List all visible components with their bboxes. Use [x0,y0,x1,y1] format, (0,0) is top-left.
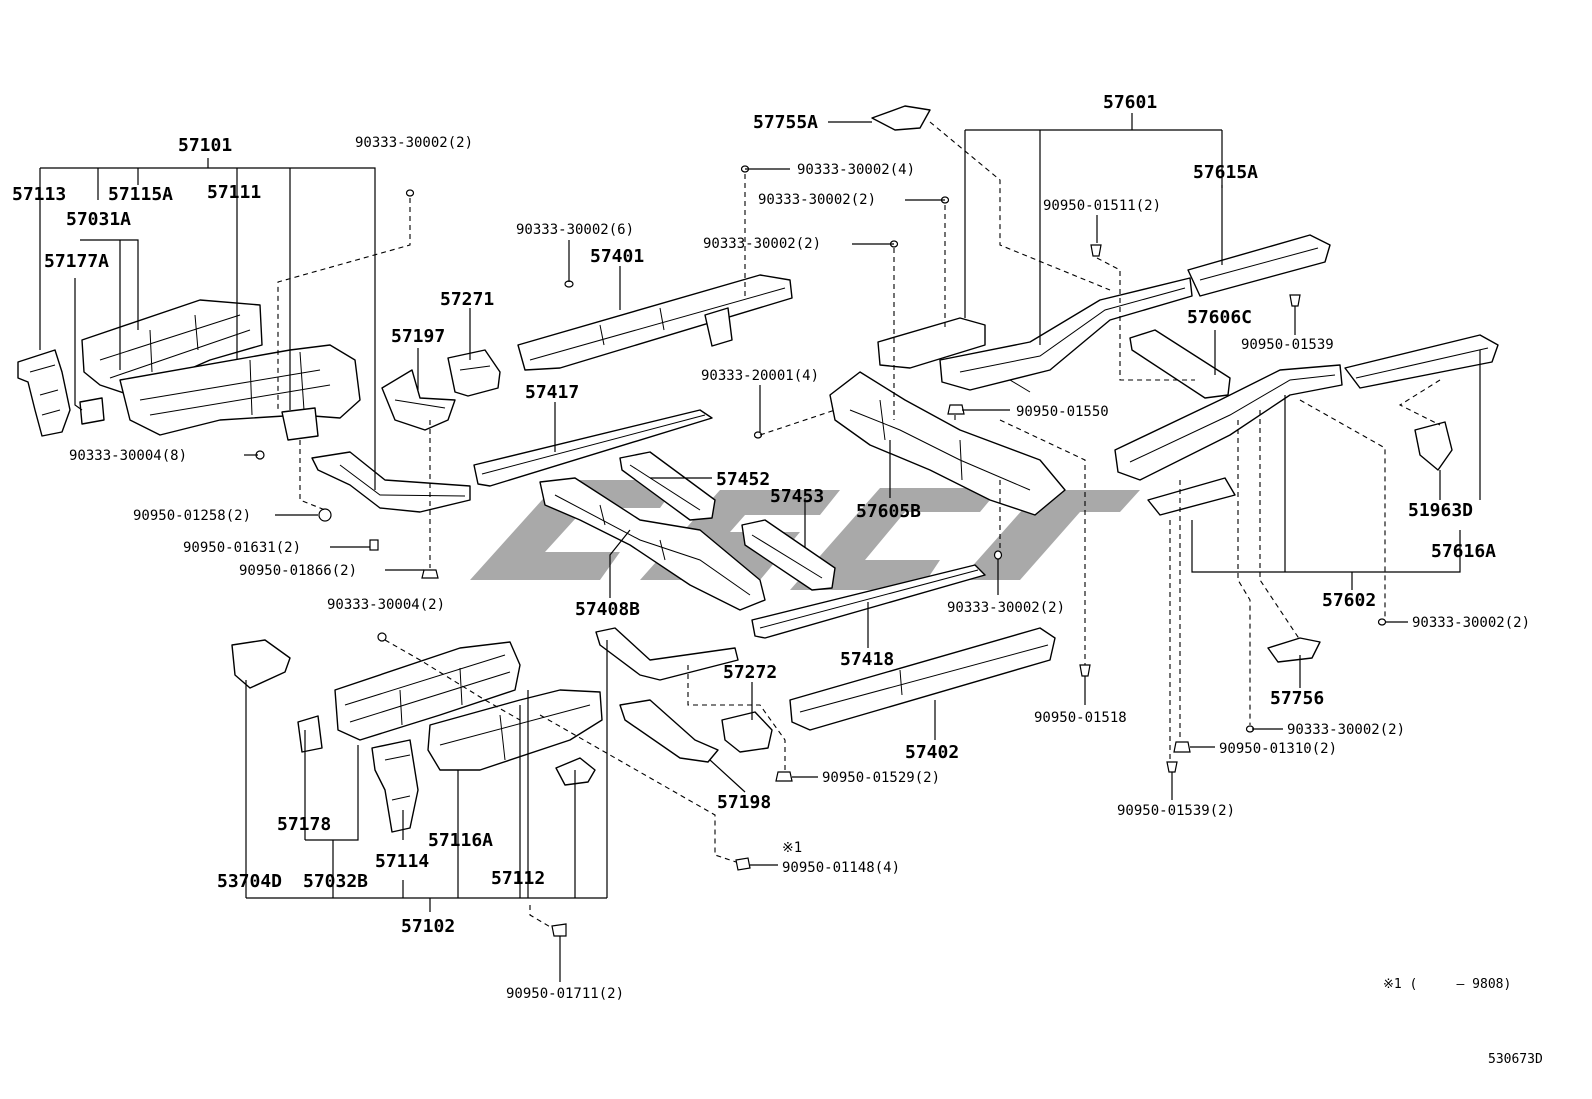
label-fastener-90333-30002-2b: 90333-30002(2) [758,192,876,208]
part-57197-bracket [381,369,456,431]
part-57602-rear-frame [1114,364,1343,481]
label-57615A: 57615A [1193,162,1258,183]
label-57408B: 57408B [575,599,640,620]
label-57116A: 57116A [428,830,493,851]
label-fastener-90333-30002-2e: 90333-30002(2) [1412,615,1530,631]
assembly-lines [277,121,1441,929]
part-57615A-rail [1187,234,1331,297]
part-53704D-bracket [231,639,291,689]
part-57101-front-member [81,299,263,396]
part-57177A-plate [79,397,105,425]
part-57601-rail [939,277,1193,391]
part-51963D-bracket [1414,421,1453,471]
label-fastener-90950-01529-2: 90950-01529(2) [822,770,940,786]
label-fastener-90333-30002-2d: 90333-30002(2) [947,600,1065,616]
label-57111: 57111 [207,182,261,203]
fastener-icons [255,165,1387,937]
label-57113: 57113 [12,184,66,205]
label-fastener-90950-01539-2: 90950-01539(2) [1117,803,1235,819]
leader-lines [39,113,1481,982]
label-57418: 57418 [840,649,894,670]
label-57272: 57272 [723,662,777,683]
label-fastener-90950-01539: 90950-01539 [1241,337,1334,353]
label-57177A: 57177A [44,251,109,272]
label-fastener-90333-30002-2f: 90333-30002(2) [1287,722,1405,738]
label-57178: 57178 [277,814,331,835]
label-57616A: 57616A [1431,541,1496,562]
label-57102: 57102 [401,916,455,937]
label-57402: 57402 [905,742,959,763]
part-57114-plate [371,739,419,833]
part-57116A-member [427,689,603,771]
label-57601: 57601 [1103,92,1157,113]
label-fastener-90333-30002-2a: 90333-30002(2) [355,135,473,151]
label-fastener-90950-01258-2: 90950-01258(2) [133,508,251,524]
label-57032B: 57032B [303,871,368,892]
label-57605B: 57605B [856,501,921,522]
label-57602: 57602 [1322,590,1376,611]
label-fastener-90333-30002-6: 90333-30002(6) [516,222,634,238]
label-fastener-90950-01711-2: 90950-01711(2) [506,986,624,1002]
fastener-labels: 90333-30002(2) 90333-30004(8) 90950-0125… [69,135,1530,1002]
label-fastener-90950-01511-2: 90950-01511(2) [1043,198,1161,214]
label-57452: 57452 [716,469,770,490]
part-57178-plate [297,715,323,753]
label-57198: 57198 [717,792,771,813]
part-57401-rocker [517,274,793,371]
part-57113-bracket [17,349,71,437]
part-number-labels: 57101 57113 57115A 57111 57031A 57177A 5… [12,92,1496,937]
label-57401: 57401 [590,246,644,267]
part-57198-member [619,699,719,763]
part-57271-bracket [447,349,501,397]
label-57031A: 57031A [66,209,131,230]
label-fastener-90950-01550: 90950-01550 [1016,404,1109,420]
label-57271: 57271 [440,289,494,310]
part-front-rail [595,627,739,681]
label-57756: 57756 [1270,688,1324,709]
label-57114: 57114 [375,851,429,872]
part-57756-bracket [1267,637,1321,663]
label-57417: 57417 [525,382,579,403]
diagram-id: 530673D [1488,1052,1543,1067]
part-57102-front-member [334,641,521,741]
part-57606C-cross [1129,329,1231,399]
label-fastener-90333-30002-4: 90333-30002(4) [797,162,915,178]
label-fastener-90333-30002-2c: 90333-30002(2) [703,236,821,252]
label-fastener-90950-01631-2: 90950-01631(2) [183,540,301,556]
part-57453-member [741,519,836,591]
label-fastener-90950-01310-2: 90950-01310(2) [1219,741,1337,757]
label-57112: 57112 [491,868,545,889]
footnote: ※1 ( – 9808) [1383,977,1511,992]
label-fastener-90950-01518: 90950-01518 [1034,710,1127,726]
part-57601-rear-frame [877,317,986,369]
label-fastener-90333-30004-8: 90333-30004(8) [69,448,187,464]
label-51963D: 51963D [1408,500,1473,521]
part-57031A-rail [311,451,471,513]
label-57606C: 57606C [1187,307,1252,328]
part-57452-member [619,451,716,521]
label-57453: 57453 [770,486,824,507]
label-57755A: 57755A [753,112,818,133]
part-57755A-bracket [871,105,931,131]
label-fastener-90333-30004-2: 90333-30004(2) [327,597,445,613]
part-57115A-bracket [281,407,319,441]
label-57197: 57197 [391,326,445,347]
label-fastener-90333-20001-4: 90333-20001(4) [701,368,819,384]
label-57101: 57101 [178,135,232,156]
label-53704D: 53704D [217,871,282,892]
label-fastener-90950-01148-4: 90950-01148(4) [782,860,900,876]
part-57272-bracket [721,711,773,753]
label-fastener-90950-01866-2: 90950-01866(2) [239,563,357,579]
label-footnote-marker: ※1 [782,840,802,856]
part-57605B-floor [829,371,1066,516]
label-57115A: 57115A [108,184,173,205]
part-57616A-rail [1344,334,1499,389]
